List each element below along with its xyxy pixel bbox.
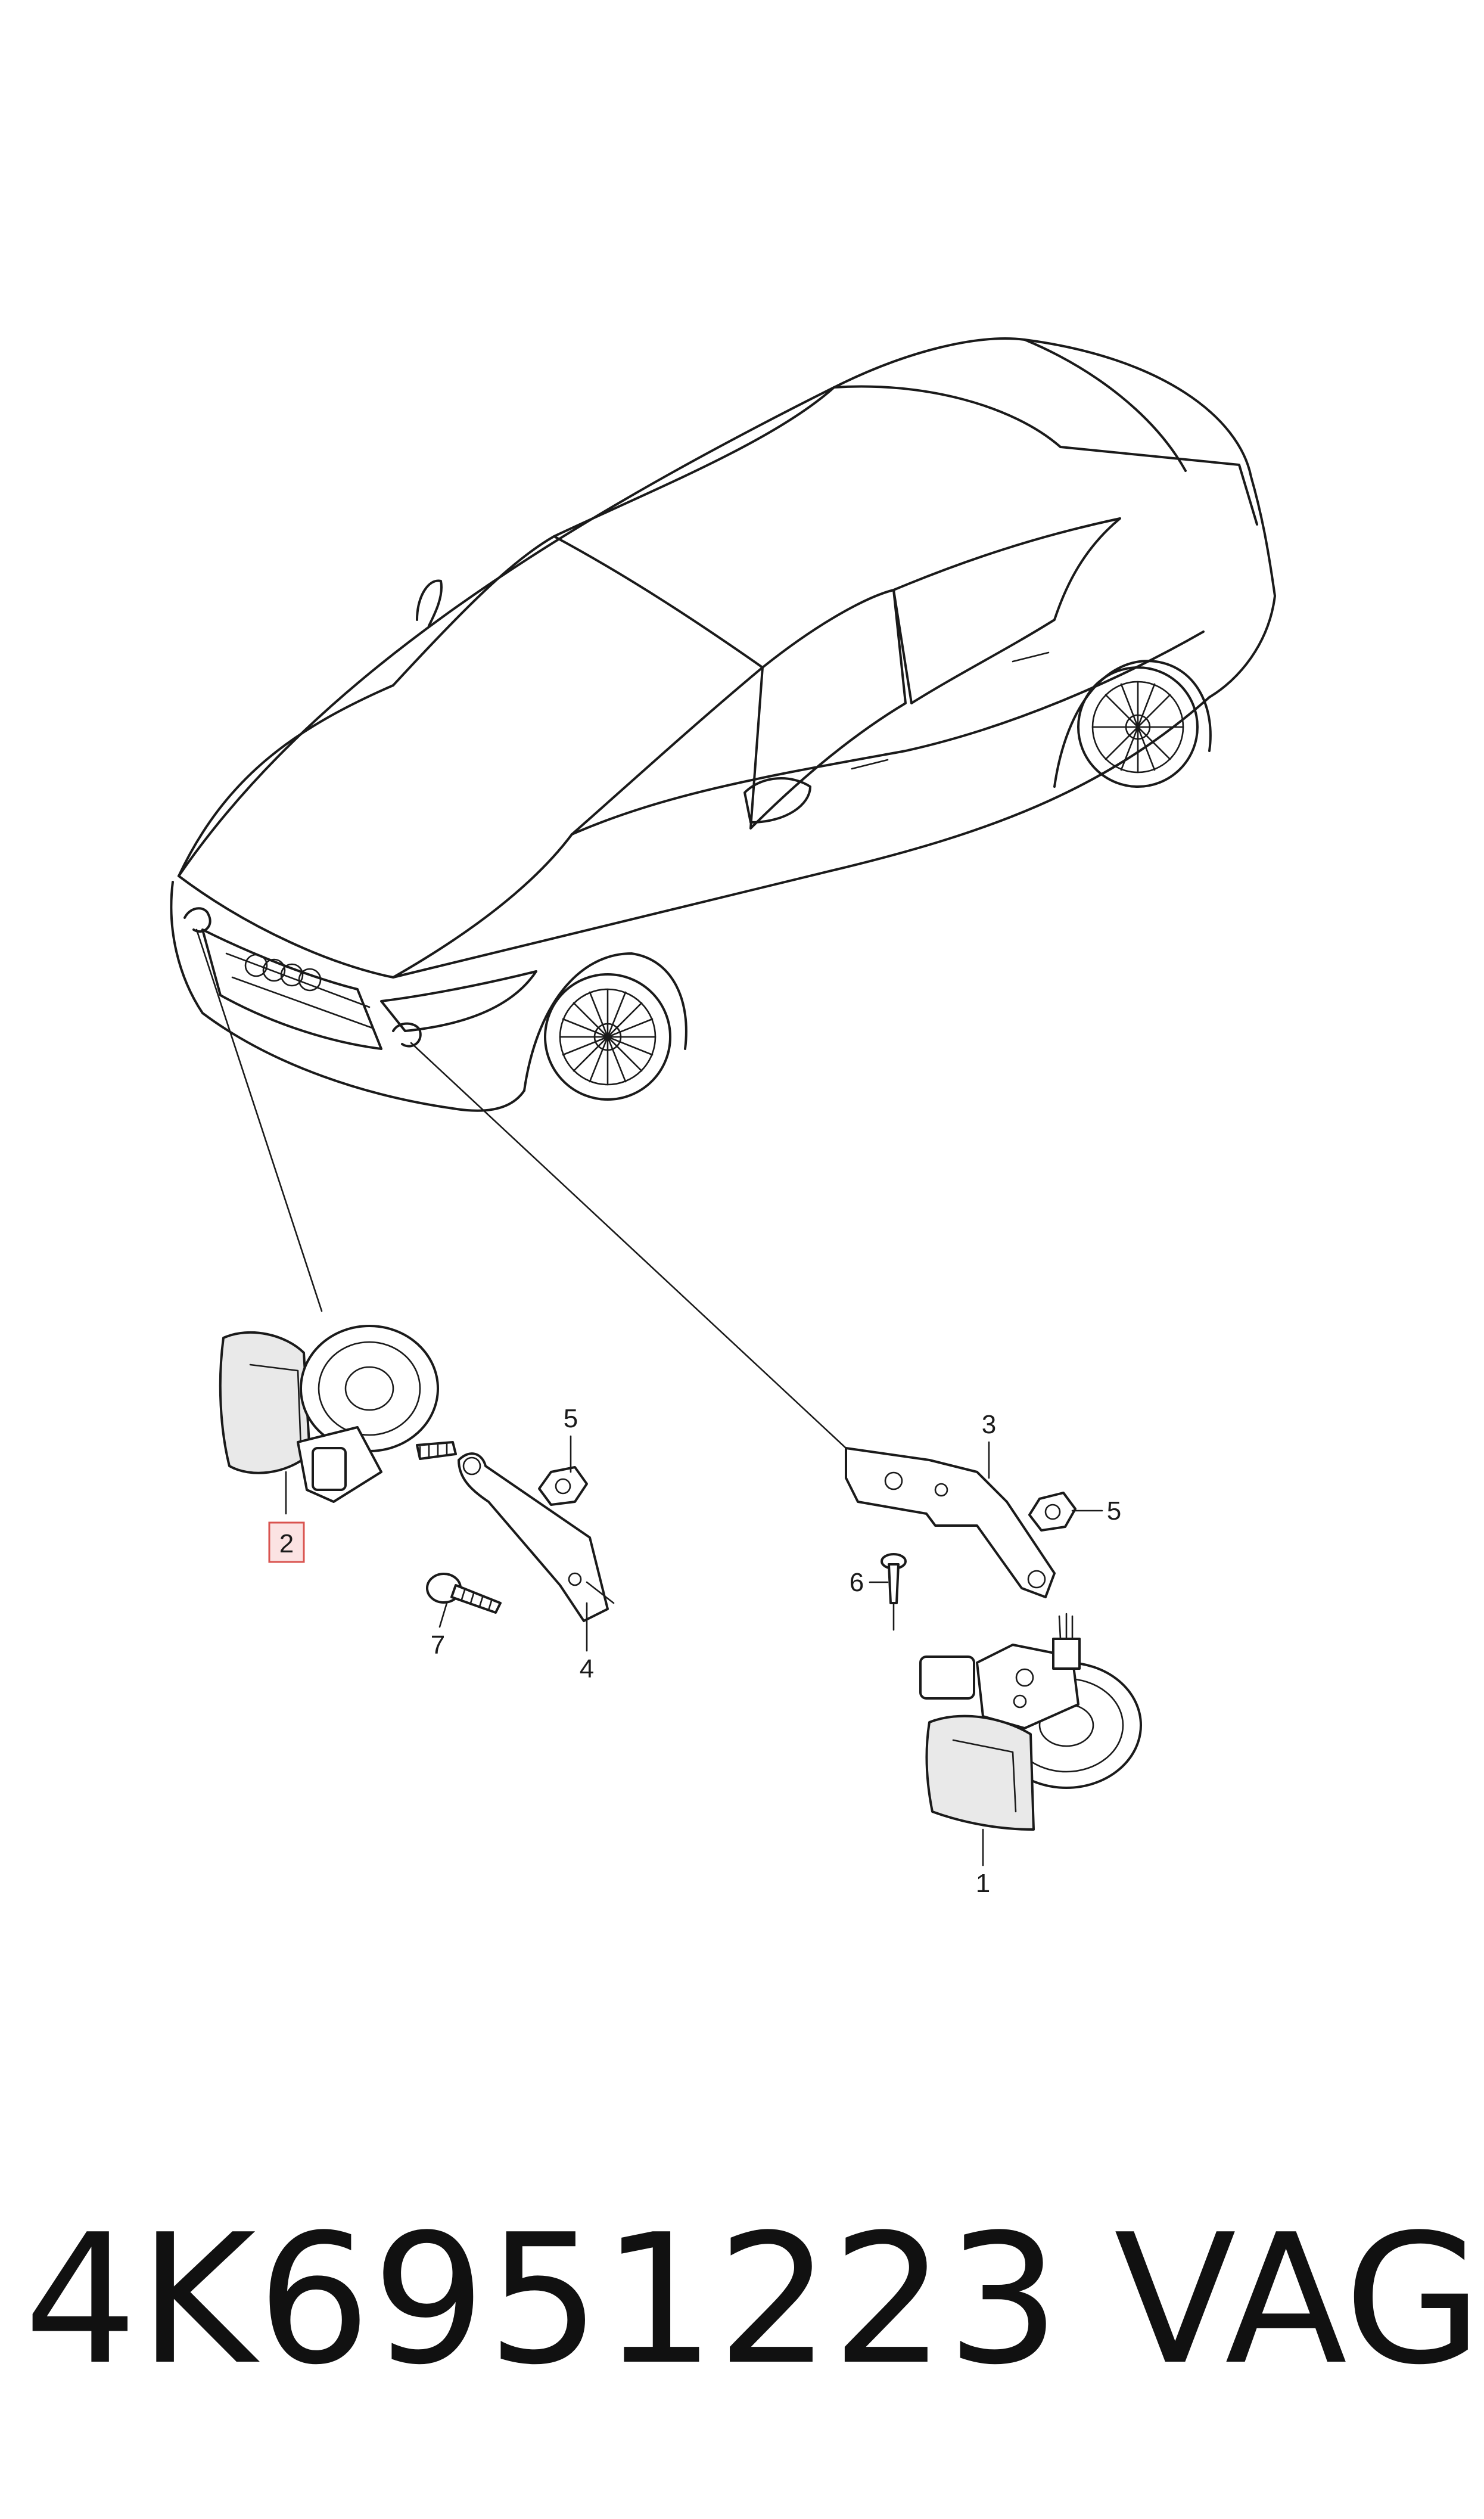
callout-5-right[interactable]: 5 [1107,1496,1121,1526]
callout-2-highlight [268,1521,305,1563]
leader-line-left [195,928,323,1312]
callout-3[interactable]: 3 [982,1410,996,1439]
callout-7[interactable]: 7 [431,1630,445,1660]
nut-5-right [1028,1492,1077,1532]
horn-left [219,1325,457,1503]
bracket-4 [458,1452,615,1622]
callout-2[interactable]: 2 [279,1529,294,1558]
bolt-7 [426,1573,502,1614]
nut-5-left [538,1466,588,1506]
brand-label: VAG [1114,2196,1483,2404]
horn-right [919,1613,1142,1831]
callout-1[interactable]: 1 [976,1869,990,1898]
bracket-3 [845,1447,1056,1598]
leader-line-right [410,1042,847,1449]
callout-leaders [285,1435,1103,1866]
callout-5-left[interactable]: 5 [564,1404,578,1433]
part-number-label: 4K6951223 [24,2196,1062,2404]
car-illustration [170,337,1276,1112]
callout-6[interactable]: 6 [850,1568,864,1597]
rivet-6 [881,1553,907,1631]
callout-4[interactable]: 4 [580,1654,594,1684]
